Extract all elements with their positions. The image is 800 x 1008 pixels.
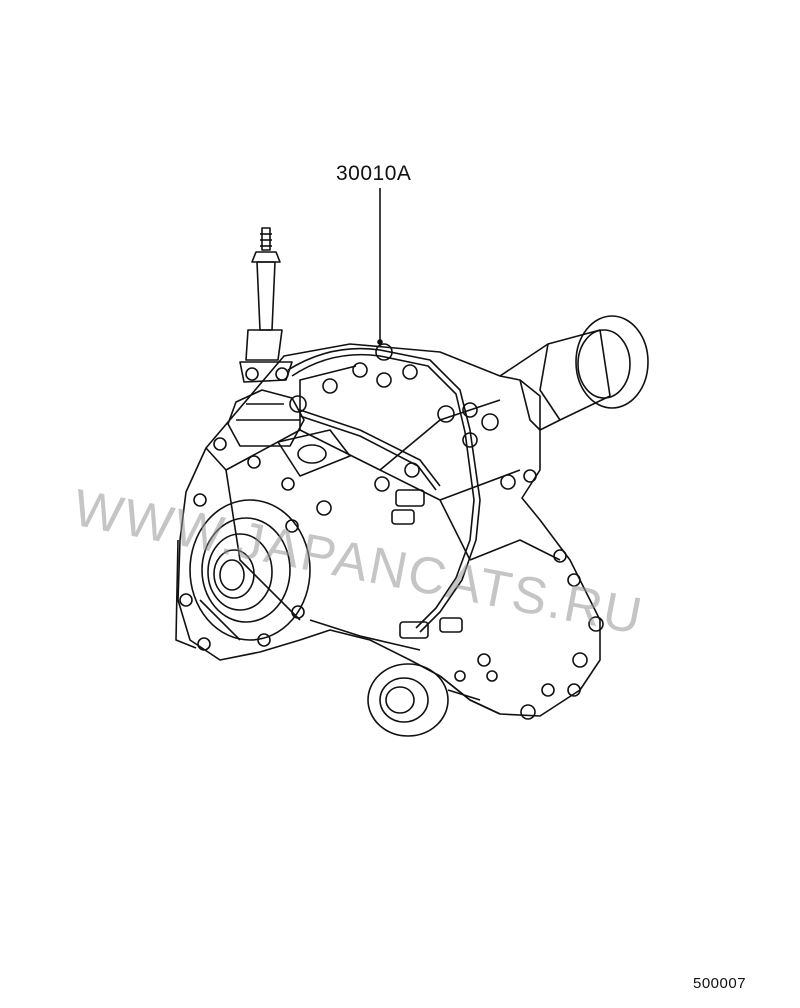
- rear-output-housing: [499, 315, 649, 431]
- callout-leader-dot: [377, 339, 383, 345]
- part-number-callout: 30010A: [336, 162, 412, 185]
- inspection-plate: [277, 429, 351, 477]
- front-output-flange: [175, 493, 311, 651]
- shift-tower: [227, 389, 305, 447]
- figure-number: 500007: [693, 975, 747, 992]
- lower-output-housing: [367, 663, 501, 737]
- transfer-case-housing: [177, 343, 601, 717]
- top-bolts: [213, 343, 537, 516]
- shift-lever: [239, 227, 293, 383]
- side-bolts: [454, 549, 604, 720]
- breather-tube: [287, 347, 481, 633]
- sensor-connectors: [391, 489, 463, 639]
